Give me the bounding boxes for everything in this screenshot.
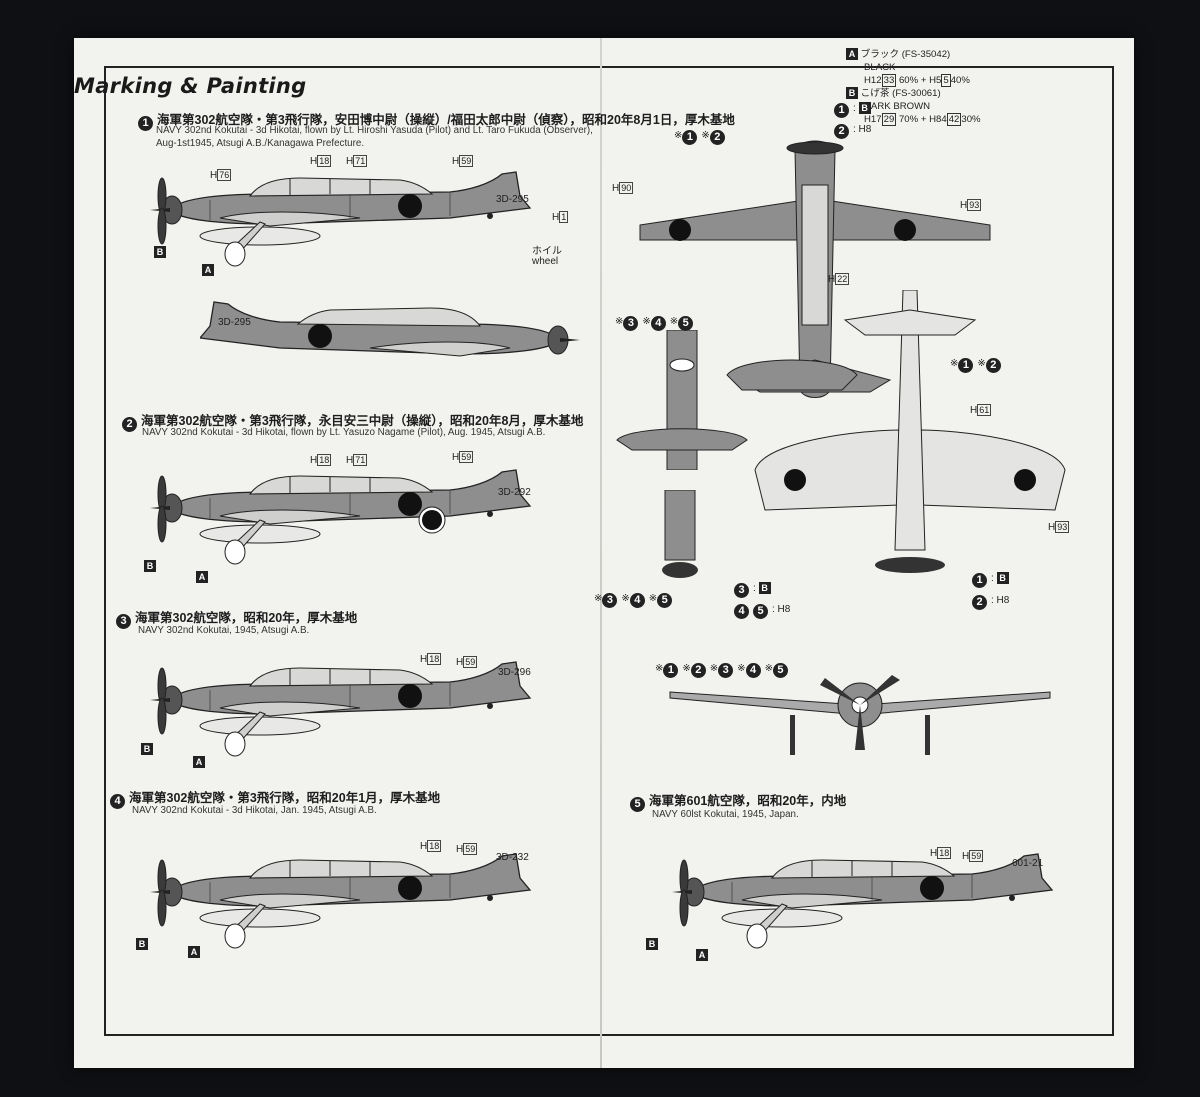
marker-1b-bottom: 1: B <box>972 572 1009 588</box>
code-b-p3: B <box>141 743 153 755</box>
legend-a-en: BLACK <box>864 62 896 73</box>
marker-combo-top: ※1※2 <box>674 130 729 145</box>
marker-combo-345-lower: ※3※4※5 <box>594 593 676 608</box>
plane-2-profile <box>150 469 531 565</box>
code-a-p1: A <box>202 264 214 276</box>
plane-1-right-profile <box>200 301 580 357</box>
page-border <box>104 66 1114 1036</box>
marker-combo-12-bottom: ※1※2 <box>950 358 1005 373</box>
page-title: Marking & Painting <box>74 74 307 98</box>
label-wheel-jp-p1: ホイル <box>532 246 562 257</box>
label-tail4: 3D-232 <box>496 852 529 863</box>
legend-code-a: A <box>846 48 858 60</box>
code-a-p3: A <box>193 756 205 768</box>
bottom-view-plane <box>754 290 1066 573</box>
legend-a-jp: ブラック <box>860 49 900 60</box>
label-tail1-right: 3D-295 <box>218 317 251 328</box>
code-a-p5: A <box>696 949 708 961</box>
marker-3b: 3: B <box>734 582 771 598</box>
legend-a-fs: (FS-35042) <box>901 49 951 60</box>
label-tail2: 3D-292 <box>498 487 531 498</box>
code-b-p2: B <box>144 560 156 572</box>
legend-code-b: B <box>846 87 858 99</box>
plane-3-profile <box>150 661 531 757</box>
entry-5-title-en: NAVY 60lst Kokutai, 1945, Japan. <box>652 809 799 820</box>
tail-top-view <box>616 330 748 470</box>
marker-combo-all: ※1※2※3※4※5 <box>655 663 792 678</box>
marker-2-bottom: 2: H8 <box>972 595 1009 610</box>
entry-1-title-en: NAVY 302nd Kokutai - 3d Hikotai, flown b… <box>156 125 593 149</box>
entry-4-title-en: NAVY 302nd Kokutai - 3d Hikotai, Jan. 19… <box>132 805 377 816</box>
entry-2-title-en: NAVY 302nd Kokutai - 3d Hikotai, flown b… <box>142 427 546 438</box>
legend-b-en: DARK BROWN <box>864 101 931 112</box>
label-tail1: 3D-295 <box>496 194 529 205</box>
legend-b-fs: (FS-30061) <box>892 88 941 99</box>
code-a-p4: A <box>188 946 200 958</box>
label-tail3: 3D-296 <box>498 667 531 678</box>
marker-1b-top: 1: B <box>834 102 871 118</box>
code-a-p2: A <box>196 571 208 583</box>
legend-b-jp: こげ茶 <box>860 88 890 99</box>
center-fold <box>600 38 602 1068</box>
code-b-p1: B <box>154 246 166 258</box>
tail-top-view-2 <box>726 359 858 391</box>
label-wheel-en-p1: wheel <box>532 256 559 267</box>
code-b-p4: B <box>136 938 148 950</box>
nose-front-detail <box>662 490 698 578</box>
entry-3-title-en: NAVY 302nd Kokutai, 1945, Atsugi A.B. <box>138 625 310 636</box>
front-view-plane <box>669 675 1051 755</box>
plane-5-profile <box>672 853 1053 949</box>
marker-combo-345: ※3※4※5 <box>615 316 697 331</box>
code-b-p5: B <box>646 938 658 950</box>
plane-4-profile <box>150 853 531 949</box>
marker-2-top: 2: H8 <box>834 124 871 139</box>
label-tail5: 601-21 <box>1012 858 1044 869</box>
